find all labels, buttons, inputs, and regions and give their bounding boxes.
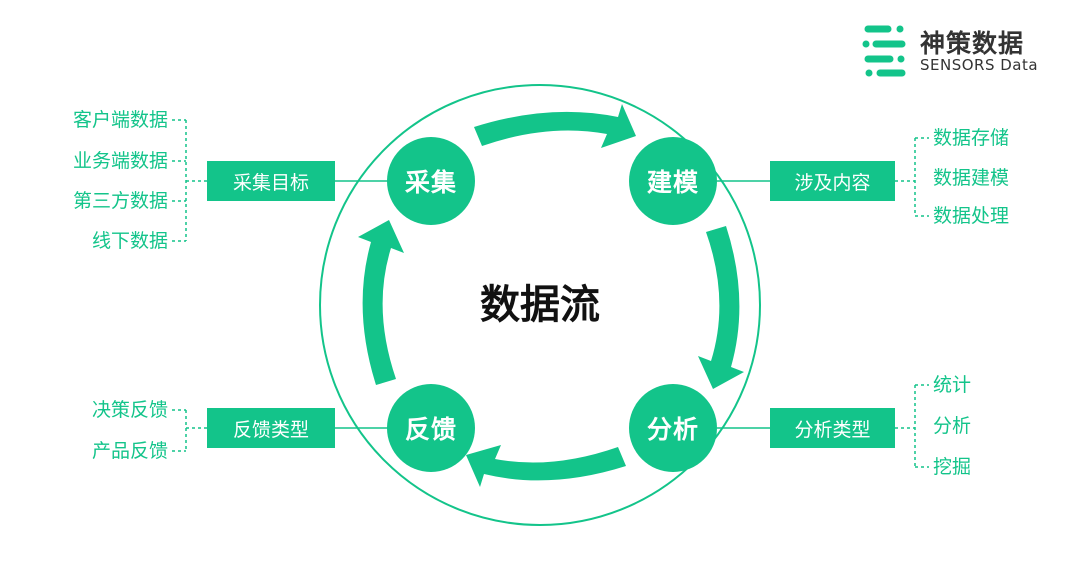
analyze-item: 统计 bbox=[933, 374, 972, 396]
center-title: 数据流 bbox=[480, 282, 600, 328]
arrow-collect-to-model bbox=[474, 104, 636, 148]
collect-item: 第三方数据 bbox=[72, 190, 168, 212]
brand-subtitle: SENSORS Data bbox=[920, 56, 1039, 74]
feedback-item: 决策反馈 bbox=[91, 399, 168, 421]
analyze-item: 挖掘 bbox=[933, 456, 972, 478]
node-analyze: 分析 bbox=[629, 384, 717, 472]
bracket-collect bbox=[172, 119, 207, 242]
node-feedback: 反馈 bbox=[387, 384, 475, 472]
bracket-model bbox=[895, 137, 929, 217]
model-item: 数据存储 bbox=[933, 127, 1010, 149]
collect-item: 线下数据 bbox=[91, 230, 168, 252]
bracket-feedback bbox=[172, 409, 207, 452]
cycle-outer-circle bbox=[319, 84, 761, 526]
feedback-item: 产品反馈 bbox=[91, 440, 168, 462]
tag-involved-content: 涉及内容 bbox=[770, 161, 895, 201]
tag-collect-target: 采集目标 bbox=[207, 161, 335, 201]
tag-analysis-type: 分析类型 bbox=[770, 408, 895, 448]
model-item: 数据建模 bbox=[933, 167, 1010, 189]
flow-arrows bbox=[358, 104, 744, 487]
arrow-analyze-to-feedback bbox=[466, 445, 626, 487]
collect-item: 业务端数据 bbox=[72, 150, 168, 172]
brand-name: 神策数据 bbox=[920, 29, 1025, 58]
collect-item: 客户端数据 bbox=[72, 109, 168, 131]
node-model: 建模 bbox=[629, 137, 717, 225]
brand-logo: 神策数据 SENSORS Data bbox=[862, 20, 1062, 80]
analyze-item: 分析 bbox=[933, 415, 972, 437]
tag-feedback-type: 反馈类型 bbox=[207, 408, 335, 448]
sensors-logo-icon bbox=[862, 25, 906, 77]
arrow-model-to-analyze bbox=[698, 226, 744, 389]
bracket-analyze bbox=[895, 384, 929, 468]
arrow-feedback-to-collect bbox=[358, 220, 404, 385]
model-item: 数据处理 bbox=[933, 205, 1010, 227]
node-collect: 采集 bbox=[387, 137, 475, 225]
